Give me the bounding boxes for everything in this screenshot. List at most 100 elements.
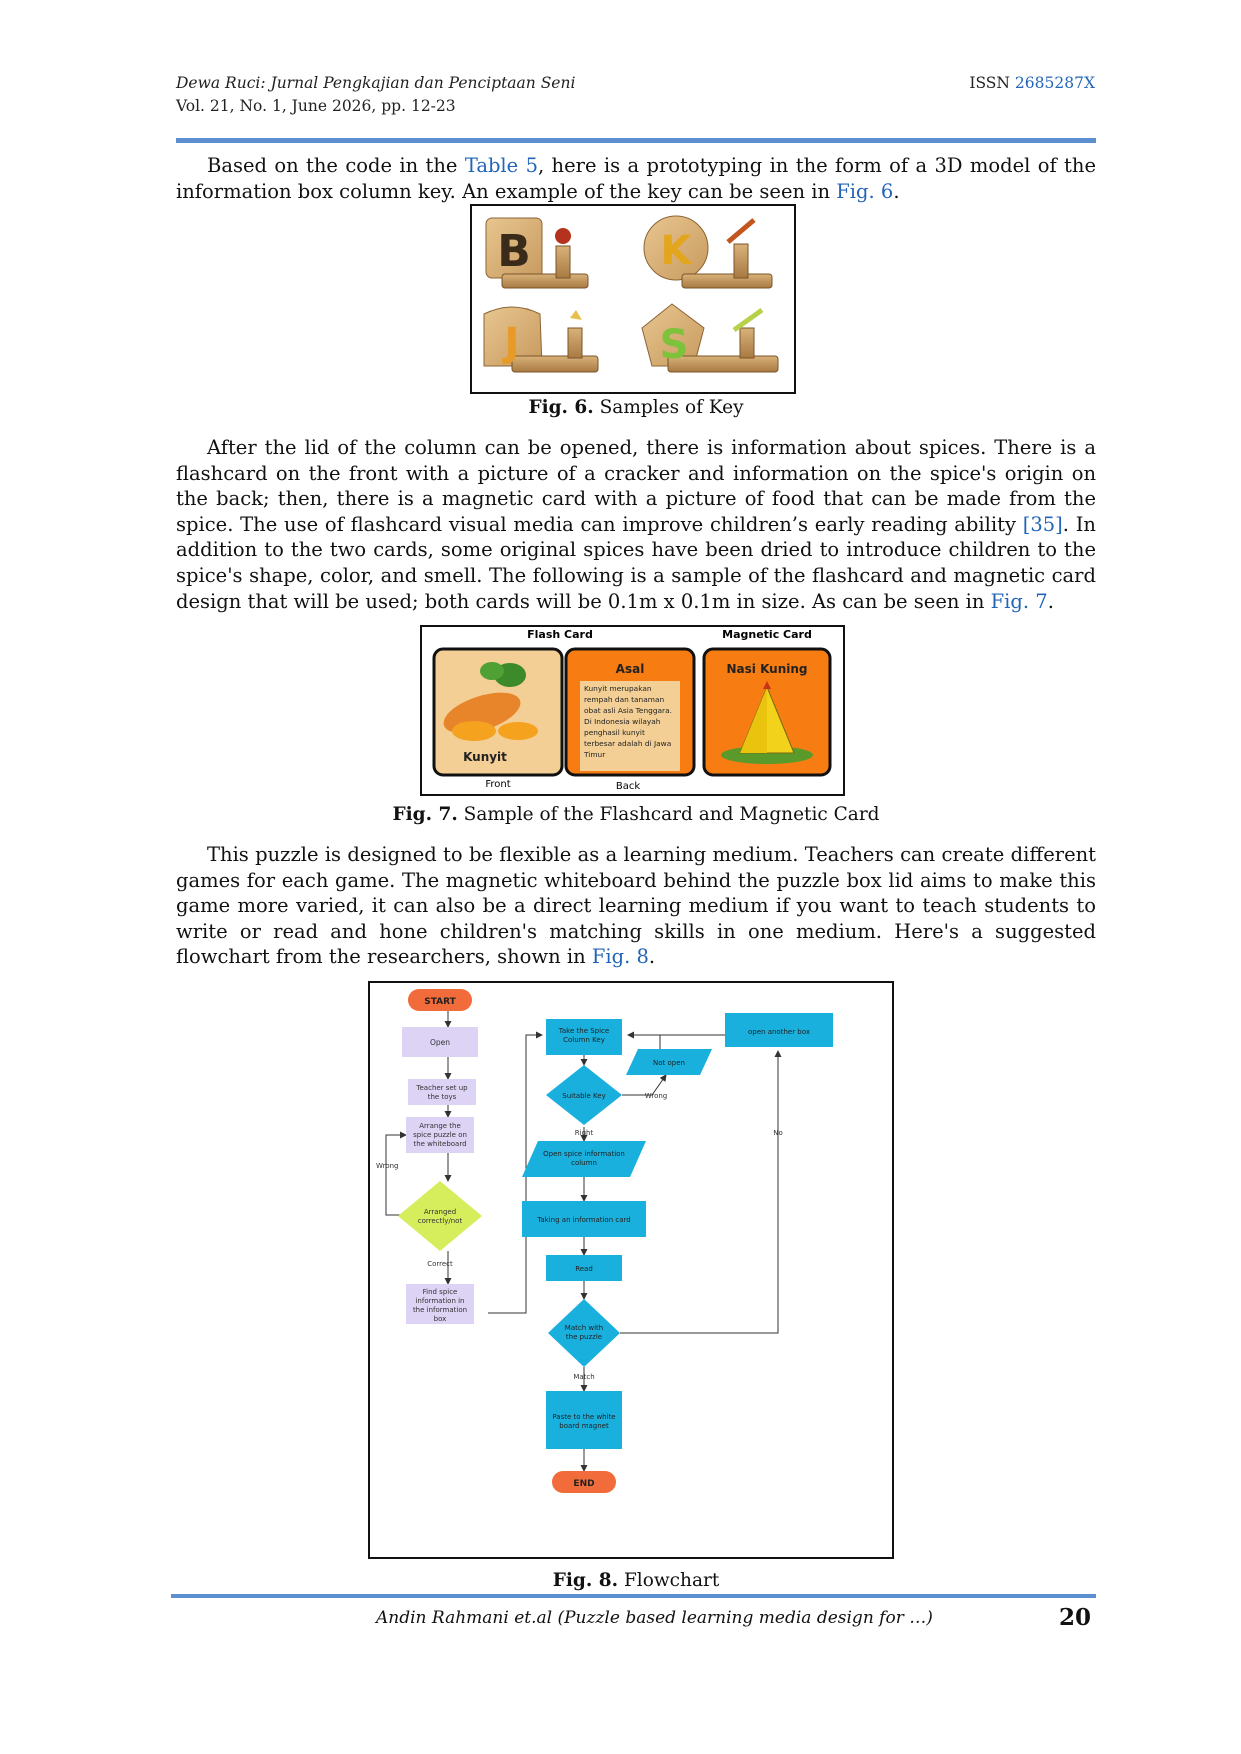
front-label: Front <box>485 779 510 790</box>
issn-label: ISSN <box>969 74 1010 92</box>
tumpeng-top <box>763 681 771 689</box>
table-5-link[interactable]: Table 5 <box>464 154 538 177</box>
fig-6-link[interactable]: Fig. 6 <box>836 179 894 203</box>
fig8-flowchart: START Open Teacher set up the toys Arran… <box>368 981 894 1559</box>
para1-text-3: . <box>893 179 900 203</box>
not-open-label: Not open <box>653 1059 685 1067</box>
key-k-letter: K <box>661 228 694 274</box>
journal-volume: Vol. 21, No. 1, June 2026, pp. 12-23 <box>176 97 456 115</box>
fig-8-link[interactable]: Fig. 8 <box>591 945 649 969</box>
open-node <box>402 1027 478 1057</box>
teacher-node <box>408 1079 476 1105</box>
fig7-label: Fig. 7. <box>392 804 458 825</box>
find-label-1: Find spice <box>423 1288 458 1296</box>
arrange-node <box>406 1117 474 1153</box>
take-key-label-1: Take the Spice <box>558 1027 609 1035</box>
turmeric-slice <box>452 721 496 741</box>
edge-correct: Correct <box>427 1260 453 1268</box>
arranged-label-1: Arranged <box>424 1208 456 1216</box>
tumpeng-shade <box>740 687 767 753</box>
fig6-caption-text: Samples of Key <box>599 397 744 418</box>
para2-text-2: . In addition to the two cards, some ori… <box>176 512 1096 613</box>
fig8-caption: Fig. 8. Flowchart <box>176 1570 1096 1591</box>
fig7-caption-text: Sample of the Flashcard and Magnetic Car… <box>463 804 880 825</box>
fig-7-link[interactable]: Fig. 7 <box>990 589 1048 613</box>
back-line-1: Kunyit merupakan <box>584 684 652 693</box>
open-column-label-2: column <box>571 1159 597 1167</box>
fig6-key-samples-image: B K J S <box>470 204 796 394</box>
find-label-4: box <box>434 1315 447 1323</box>
para2-text-1: After the lid of the column can be opene… <box>176 436 1096 536</box>
open-label: Open <box>430 1038 450 1047</box>
find-label-2: information in <box>415 1297 464 1305</box>
edge-no: No <box>773 1129 783 1137</box>
citation-35-link[interactable]: [35] <box>1022 512 1063 536</box>
open-another-node <box>725 1013 833 1047</box>
fig6-caption: Fig. 6. Samples of Key <box>176 397 1096 418</box>
match-decision <box>548 1299 620 1367</box>
magnetic-word: Nasi Kuning <box>727 662 808 676</box>
edge-right: Right <box>575 1129 594 1137</box>
key-s-letter: S <box>660 322 689 368</box>
back-line-7: Timur <box>583 750 606 759</box>
start-label: START <box>424 997 456 1007</box>
fig7-caption: Fig. 7. Sample of the Flashcard and Magn… <box>176 804 1096 825</box>
para3-text-1: This puzzle is designed to be flexible a… <box>176 843 1096 969</box>
key-b-letter: B <box>497 226 531 277</box>
match-label-1: Match with <box>565 1324 603 1332</box>
flowchart-svg: START Open Teacher set up the toys Arran… <box>376 989 833 1493</box>
paste-label-1: Paste to the white <box>552 1413 615 1421</box>
paste-label-2: board magnet <box>559 1422 609 1430</box>
back-text-lines: Kunyit merupakan rempah dan tanaman obat… <box>583 684 672 759</box>
journal-title: Dewa Ruci: Jurnal Pengkajian dan Pencipt… <box>176 74 576 92</box>
arrange-label-2: spice puzzle on <box>413 1131 467 1139</box>
key-s-model: S <box>641 303 779 373</box>
para2-text-3: . <box>1047 589 1054 613</box>
footer-rule <box>171 1594 1096 1598</box>
open-another-label: open another box <box>748 1028 810 1036</box>
fig8-label: Fig. 8. <box>552 1570 619 1591</box>
para3-text-2: . <box>648 945 656 969</box>
read-label: Read <box>575 1265 593 1273</box>
arrange-label-1: Arrange the <box>419 1122 461 1130</box>
back-text-panel <box>580 681 680 771</box>
back-line-5: penghasil kunyit <box>584 728 645 737</box>
key-b-model: B <box>485 217 589 289</box>
paste-node <box>546 1391 622 1449</box>
back-label: Back <box>616 781 640 792</box>
suitable-key-decision <box>546 1065 622 1125</box>
taking-card-label: Taking an information card <box>536 1216 630 1224</box>
issn: ISSN 2685287X <box>969 74 1095 92</box>
back-line-6: terbesar adalah di Jawa <box>584 739 671 748</box>
arranged-label-2: correctly/not <box>418 1217 463 1225</box>
page-number: 20 <box>1058 1604 1091 1631</box>
back-line-4: Di Indonesia wilayah <box>584 717 661 726</box>
back-line-3: obat asli Asia Tenggara. <box>584 706 672 715</box>
teacher-label-1: Teacher set up <box>415 1084 468 1092</box>
match-label-2: the puzzle <box>566 1333 602 1341</box>
header-rule <box>176 138 1096 143</box>
issn-number-link[interactable]: 2685287X <box>1014 74 1095 92</box>
find-node <box>406 1284 474 1324</box>
taking-card-node <box>522 1201 646 1237</box>
front-word: Kunyit <box>463 750 507 764</box>
paragraph-3: This puzzle is designed to be flexible a… <box>176 842 1096 970</box>
fig6-keys-svg: B K J S <box>483 215 779 373</box>
open-column-label-1: Open spice information <box>543 1150 625 1158</box>
arrange-label-3: the whiteboard <box>413 1140 466 1148</box>
teacher-label-2: the toys <box>428 1093 457 1101</box>
footer-running-title: Andin Rahmani et.al (Puzzle based learni… <box>376 1608 933 1628</box>
fig8-caption-text: Flowchart <box>623 1570 720 1591</box>
paragraph-2: After the lid of the column can be opene… <box>176 435 1096 614</box>
end-label: END <box>573 1479 594 1489</box>
take-key-node <box>546 1019 622 1055</box>
suitable-key-label: Suitable Key <box>562 1092 605 1100</box>
take-key-label-2: Column Key <box>563 1036 605 1044</box>
edge-wrong-left: Wrong <box>376 1162 399 1170</box>
flash-card-title: Flash Card <box>527 628 593 641</box>
key-k-model: K <box>643 215 773 289</box>
back-line-2: rempah dan tanaman <box>584 695 664 704</box>
fig6-label: Fig. 6. <box>528 397 594 418</box>
find-label-3: the information <box>413 1306 467 1314</box>
edge-match: Match <box>573 1373 594 1381</box>
